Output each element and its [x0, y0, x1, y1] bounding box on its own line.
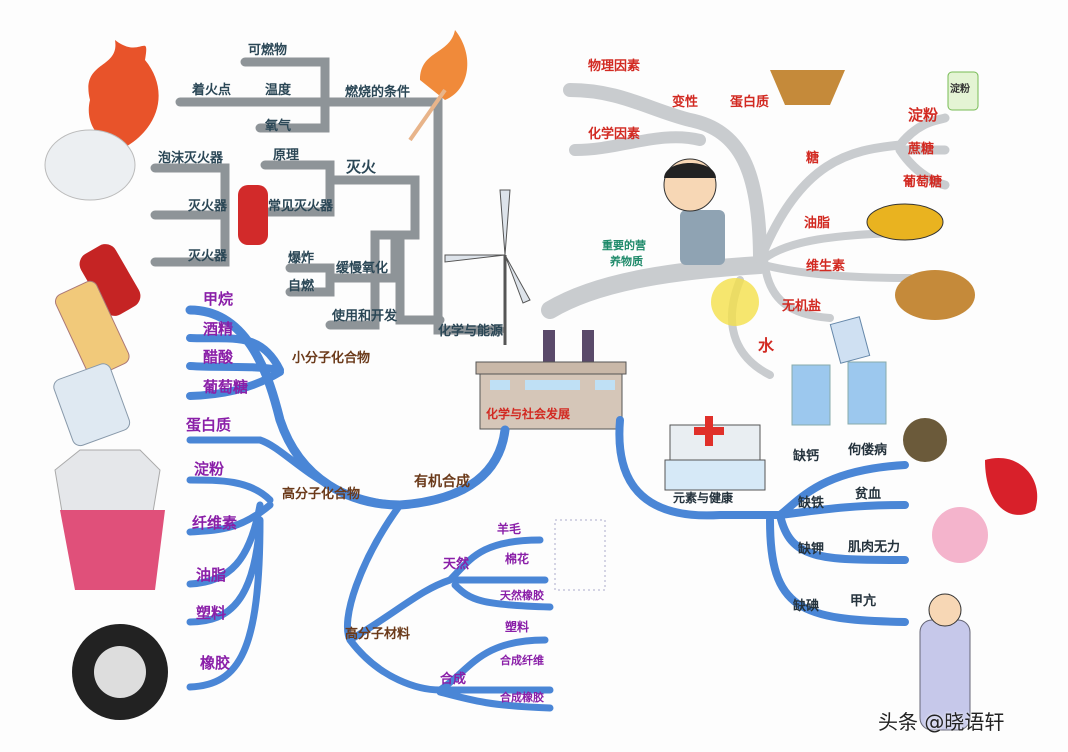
salt-bag-icon [829, 316, 871, 364]
label-combustible: 可燃物 [248, 43, 288, 58]
bucket-icon [60, 510, 165, 590]
formula-pattern [554, 519, 606, 591]
blood-icon [985, 458, 1038, 515]
synthetic-item-0: 塑料 [505, 620, 530, 634]
label-macro-molecules: 高分子化合物 [282, 487, 361, 502]
pipe-use [395, 235, 445, 325]
label-extinguish: 灭火 [346, 158, 377, 176]
water-glass-icon [847, 361, 887, 425]
lack-0: 缺钙 [793, 449, 820, 464]
macro-molecule-5: 橡胶 [200, 654, 231, 672]
label-denature: 变性 [672, 95, 699, 110]
soldier-icon [903, 418, 947, 462]
cotton-icon [44, 129, 136, 201]
natural-item-1: 棉花 [505, 552, 530, 566]
macro-molecule-0: 蛋白质 [186, 416, 232, 434]
match-flame-icon [420, 30, 468, 100]
label-natural: 天然 [443, 557, 470, 572]
extinguisher-big-icon [79, 244, 141, 316]
label-vitamin: 维生素 [806, 259, 846, 274]
extinguisher-icon [238, 185, 268, 245]
label-use-and-develop: 使用和开发 [332, 309, 398, 324]
label-glucose: 葡萄糖 [903, 175, 943, 190]
noodle-bowl-icon [866, 203, 944, 241]
lack-3: 缺碘 [793, 599, 820, 614]
pipe-extinguish [325, 175, 420, 330]
pipes [150, 57, 505, 335]
label-important-nutrients-1: 重要的营 [602, 239, 646, 252]
macro-molecule-2: 纤维素 [192, 514, 238, 532]
river-branches [185, 305, 909, 712]
natural-item-2: 天然橡胶 [500, 589, 544, 602]
label-physical-factors: 物理因素 [588, 59, 641, 74]
pipe-principle [260, 160, 335, 217]
label-sugar: 糖 [806, 151, 820, 166]
pipe-oxidation [285, 235, 400, 297]
medicine-bottle-icon [53, 363, 131, 447]
label-water: 水 [758, 336, 775, 355]
label-fat: 油脂 [804, 216, 831, 231]
water-glass-icon [791, 364, 831, 426]
strong-man-illustration [663, 158, 725, 265]
center-title: 化学与社会发展 [486, 407, 571, 421]
label-combustion-conditions: 燃烧的条件 [345, 85, 411, 100]
disease-1: 贫血 [855, 487, 882, 502]
factory-illustration [475, 330, 627, 430]
label-starch: 淀粉 [908, 106, 939, 124]
label-foam-extinguisher: 泡沫灭火器 [158, 151, 224, 166]
label-polymer-materials: 高分子材料 [345, 627, 411, 642]
label-important-nutrients-2: 养物质 [610, 255, 643, 268]
synthetic-item-1: 合成纤维 [500, 654, 544, 667]
small-molecule-3: 葡萄糖 [203, 378, 249, 396]
label-temperature: 温度 [265, 83, 292, 98]
label-chem-energy: 化学与能源 [438, 324, 504, 339]
watermark: 头条 @晓语轩 [878, 710, 1005, 734]
hospital-illustration [664, 416, 766, 491]
disease-3: 甲亢 [850, 594, 877, 609]
lack-2: 缺钾 [798, 542, 825, 557]
label-extinguisher-2: 灭火器 [188, 249, 228, 264]
label-protein: 蛋白质 [730, 95, 770, 110]
label-sucrose: 蔗糖 [908, 142, 935, 157]
small-molecule-1: 酒精 [203, 320, 234, 338]
vegetable-basket-icon [895, 270, 975, 320]
flame-icon [88, 40, 159, 150]
egg-basket-icon [770, 70, 845, 105]
label-principle: 原理 [273, 148, 300, 163]
pipe-combustion [240, 57, 330, 133]
label-organic-synthesis: 有机合成 [414, 474, 470, 490]
macro-molecule-3: 油脂 [196, 566, 227, 584]
label-chemical-factors: 化学因素 [588, 127, 641, 142]
weak-figure-icon [932, 507, 988, 563]
pipe-energy-main [405, 97, 505, 335]
macro-molecule-4: 塑料 [196, 604, 227, 622]
label-common-extinguishers: 常见灭火器 [268, 199, 334, 214]
starch-box-text: 淀粉 [950, 84, 970, 95]
synthetic-item-2: 合成橡胶 [500, 691, 544, 704]
label-small-molecules: 小分子化合物 [292, 351, 371, 366]
small-molecule-2: 醋酸 [203, 348, 234, 366]
label-extinguisher-1: 灭火器 [188, 199, 228, 214]
label-oxygen: 氧气 [265, 119, 292, 134]
label-spontaneous-combustion: 自燃 [288, 279, 315, 294]
starch-box-icon [947, 71, 979, 111]
health-title: 元素与健康 [673, 491, 734, 505]
disease-2: 肌肉无力 [848, 540, 901, 555]
windmill-icon [444, 189, 531, 345]
label-ignition-point: 着火点 [192, 83, 232, 98]
label-slow-oxidation: 缓慢氧化 [336, 261, 389, 276]
matchstick-icon [408, 88, 447, 142]
label-synthetic: 合成 [440, 672, 467, 687]
sun-glow [711, 278, 759, 326]
small-molecule-0: 甲烷 [203, 290, 234, 308]
label-minerals: 无机盐 [782, 299, 822, 314]
pipe-extinguishers [150, 163, 230, 267]
natural-item-0: 羊毛 [497, 522, 522, 536]
disease-0: 佝偻病 [848, 443, 888, 458]
lack-1: 缺铁 [798, 496, 825, 511]
label-explosion: 爆炸 [288, 251, 315, 266]
macro-molecule-1: 淀粉 [194, 460, 225, 478]
